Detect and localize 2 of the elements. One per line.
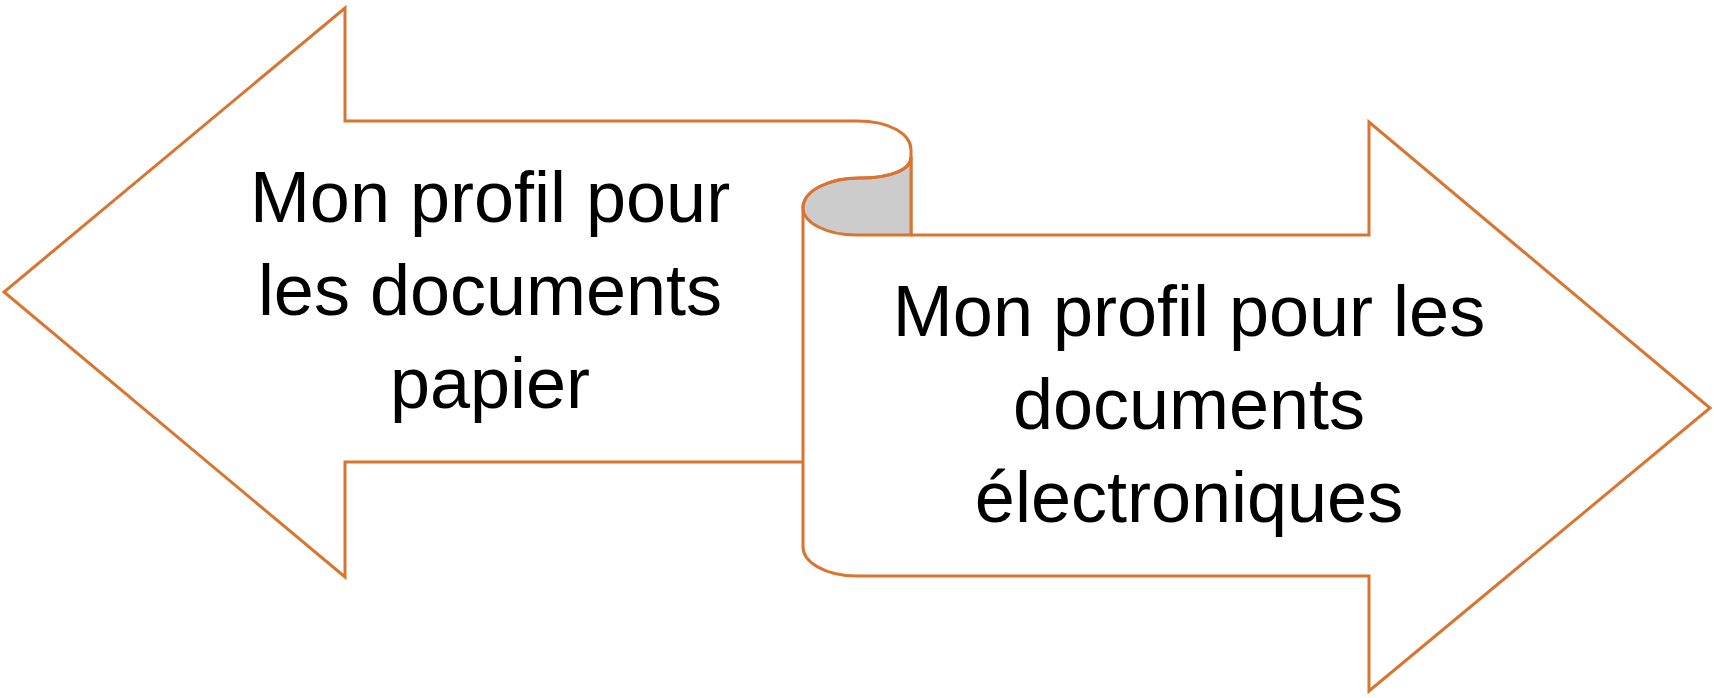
arrow-label: Mon profil pour les documents papier <box>248 155 732 425</box>
arrow-label: Mon profil pour les documents électroniques <box>891 269 1487 539</box>
